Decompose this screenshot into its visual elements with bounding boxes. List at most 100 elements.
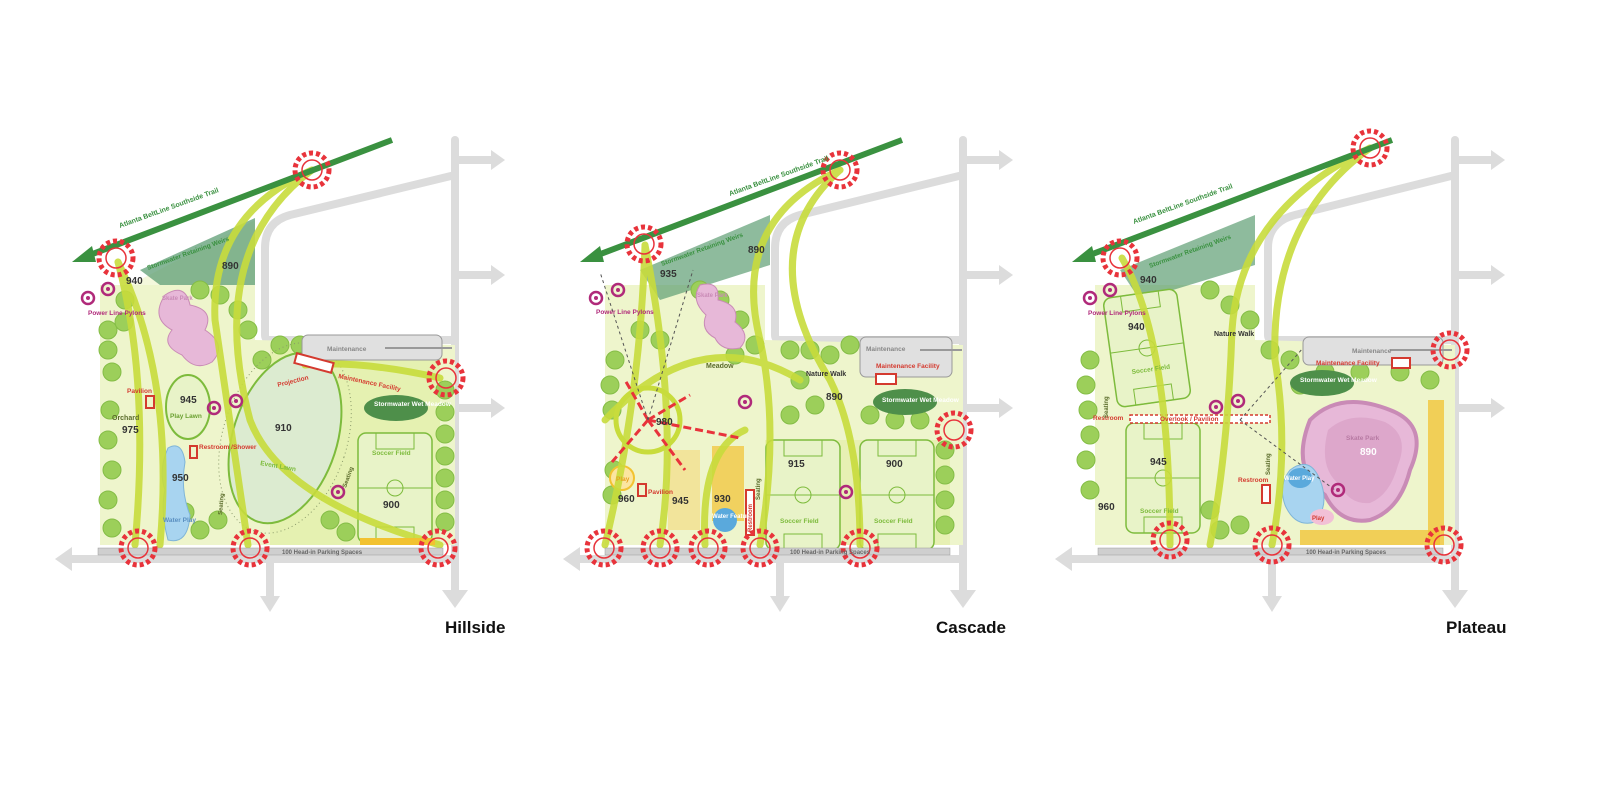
pavilion-label: Pavilion <box>648 489 673 496</box>
water-play-pool <box>1288 468 1312 488</box>
elevation-label: 890 <box>826 392 843 403</box>
elevation-label: 975 <box>122 425 139 436</box>
elevation-label: 900 <box>383 500 400 511</box>
elevation-label: 950 <box>172 473 189 484</box>
soccer-field <box>765 439 841 551</box>
overlook-label: Overlook / Pavilion <box>1160 416 1219 423</box>
water-play-label: Water Play <box>163 517 196 524</box>
pylons-label: Power Line Pylons <box>596 309 654 316</box>
wet-meadow-label: Stormwater Wet Meadow <box>374 401 452 408</box>
play-lawn-label: Play Lawn <box>170 413 202 420</box>
restroom-label: Restroom <box>748 504 754 532</box>
soccer-label: Soccer Field <box>780 518 819 525</box>
soccer-label: Soccer Field <box>372 450 411 457</box>
elevation-label: 930 <box>714 494 731 505</box>
orchard-label: Orchard <box>112 415 139 422</box>
water-play-label: Water Play <box>1284 476 1315 482</box>
seating-label: Seating <box>1104 396 1110 418</box>
road-arrow-icon <box>55 150 505 612</box>
view-axes <box>610 379 741 471</box>
sightlines <box>1239 339 1336 491</box>
parking-label: 100 Head-in Parking Spaces <box>790 550 871 556</box>
maintenance-facility-building <box>293 352 335 374</box>
water-feature <box>713 508 737 532</box>
plan-plateau: Atlanta BeltLine Southside Trail Stormwa… <box>1055 131 1506 637</box>
maintenance-label: Maintenance <box>866 346 906 353</box>
plan-caption: Hillside <box>445 618 505 637</box>
play-area <box>1310 509 1334 525</box>
beltline-trail <box>80 137 394 261</box>
restroom-label: Restroom /Shower <box>199 444 257 451</box>
plan-hillside: Atlanta BeltLine Southside Trail Stormwa… <box>55 136 505 637</box>
elevation-labels: 935 890 890 980 960 945 930 915 900 <box>618 245 903 507</box>
nature-walk-label: Nature Walk <box>806 371 846 378</box>
parking-label: 100 Head-in Parking Spaces <box>282 550 363 556</box>
plan-caption: Plateau <box>1446 618 1506 637</box>
stormwater-weirs <box>640 215 770 300</box>
restroom-building <box>1261 484 1271 504</box>
road-arrow-icon <box>1055 150 1505 612</box>
elevation-label: 945 <box>180 395 197 406</box>
elevation-label: 945 <box>672 496 689 507</box>
nature-walk-label: Nature Walk <box>1214 331 1254 338</box>
main-paths <box>601 166 864 549</box>
pylon-marker-icon <box>588 290 604 306</box>
trail-label: Atlanta BeltLine Southside Trail <box>728 155 829 198</box>
maintenance-facility-building <box>875 373 897 385</box>
skate-bowl <box>1324 417 1402 504</box>
wet-meadow <box>873 389 937 415</box>
maintenance-label: Maintenance <box>1352 348 1392 355</box>
wet-meadow-label: Stormwater Wet Meadow <box>1300 377 1378 384</box>
water-feature-label: Water Feature <box>712 514 752 520</box>
elevation-label: 890 <box>748 245 765 256</box>
cascade-terraces <box>668 450 700 530</box>
elevation-label: 940 <box>1128 322 1145 333</box>
sightlines <box>599 269 694 421</box>
elevation-label: 940 <box>1140 275 1157 286</box>
restroom-building <box>745 489 755 536</box>
maintenance-label: Maintenance <box>327 346 367 353</box>
plan-cascade: Atlanta BeltLine Southside Trail Stormwa… <box>563 136 1013 637</box>
parking-strip <box>97 547 444 556</box>
plan-caption: Cascade <box>936 618 1006 637</box>
pavilion-building <box>145 395 155 409</box>
elevation-label: 960 <box>618 494 635 505</box>
soccer-field <box>859 439 935 551</box>
elevation-label: 890 <box>1360 447 1377 458</box>
elevation-label: 980 <box>656 417 673 428</box>
parking-band <box>360 538 435 545</box>
pylon-marker-icon <box>1082 290 1098 306</box>
plaza-ring <box>613 385 683 455</box>
elevation-label: 940 <box>126 276 143 287</box>
soccer-field <box>1101 287 1193 409</box>
stormwater-weirs <box>1120 215 1255 300</box>
main-paths <box>1118 144 1374 549</box>
trail-arrow-icon <box>1072 246 1096 262</box>
parking-band-east <box>1428 400 1444 545</box>
road-arrow-icon <box>563 150 1013 612</box>
soccer-label: Soccer Field <box>1140 508 1179 515</box>
skate-park <box>695 283 746 350</box>
seating-label: Seating <box>218 493 226 515</box>
pylons-label: Power Line Pylons <box>1088 310 1146 317</box>
elevation-labels: 940 890 945 975 910 950 900 <box>122 261 400 511</box>
elevation-labels: 940 940 945 960 890 <box>1098 275 1377 513</box>
parking-label: 100 Head-in Parking Spaces <box>1306 550 1387 556</box>
restroom-label: Restroom <box>1093 415 1124 422</box>
trail-arrow-icon <box>72 246 96 262</box>
restroom-building <box>189 445 198 459</box>
play-label: Play <box>616 476 630 483</box>
beltline-trail <box>588 137 904 261</box>
elevation-label: 890 <box>222 261 239 272</box>
pylon-marker-icon <box>80 290 96 306</box>
elevation-label: 960 <box>1098 502 1115 513</box>
elevation-label: 900 <box>886 459 903 470</box>
wet-meadow <box>1290 370 1354 396</box>
overlook-pavilion <box>1129 414 1271 424</box>
elevation-label: 910 <box>275 423 292 434</box>
skate-label: Skate Park <box>162 296 193 302</box>
pavilion-label: Pavilion <box>127 388 152 395</box>
skate-label: Skate Park <box>697 293 728 299</box>
seating-label: Seating <box>1266 453 1272 475</box>
maintenance-facility-label: Maintenance Facility <box>1316 360 1380 367</box>
